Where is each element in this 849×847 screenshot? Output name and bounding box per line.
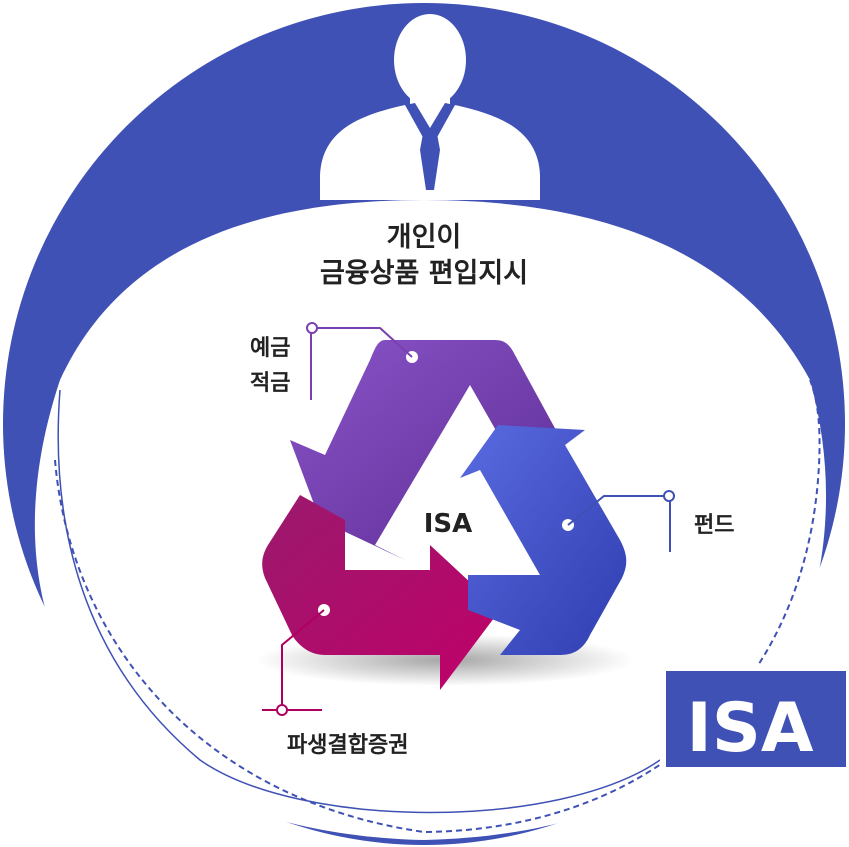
title-line-2: 금융상품 편입지시 [320, 258, 528, 289]
isa-badge-label: ISA [687, 689, 814, 768]
fund-label: 펀드 [694, 513, 734, 538]
deposit-connector [306, 322, 413, 400]
isa-badge: ISA [660, 665, 849, 773]
magenta-arrow [262, 495, 500, 690]
derivatives-label: 파생결합증권 [287, 732, 408, 758]
businessman-silhouette-icon [320, 14, 540, 200]
blue-arrow [460, 425, 627, 655]
derivatives-connector [262, 609, 325, 716]
center-isa-label: ISA [424, 509, 473, 539]
deposit-label-line-2: 적금 [250, 371, 290, 396]
fund-connector [567, 490, 675, 552]
dashed-ring [54, 379, 821, 834]
title-line-1: 개인이 [387, 222, 462, 253]
recycle-triangle-icon [255, 340, 635, 690]
deposit-label-line-1: 예금 [250, 336, 290, 361]
inner-white-area [34, 200, 827, 840]
purple-arrow [290, 340, 575, 560]
